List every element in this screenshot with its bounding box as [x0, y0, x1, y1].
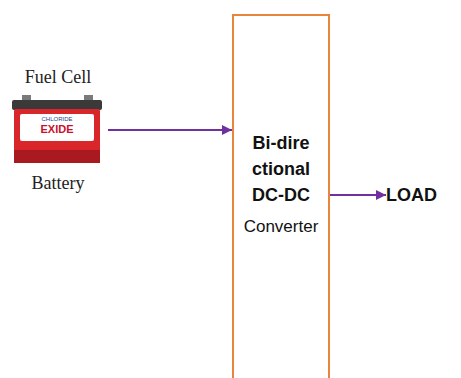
node-text: Converter	[244, 214, 319, 240]
converter-box: Bi-directional DC-DC Converter	[232, 14, 330, 378]
node-text: Battery	[32, 172, 85, 194]
battery-body	[14, 109, 100, 163]
battery-lid	[12, 100, 102, 110]
battery-node: Fuel CellBattery	[8, 66, 108, 194]
arrow-connector	[330, 194, 386, 196]
node-title: Fuel Cell	[25, 66, 92, 88]
brand-label: EXIDE	[20, 123, 94, 136]
battery-base	[14, 150, 100, 163]
battery-label	[20, 114, 94, 141]
load-node: LOAD	[386, 184, 437, 206]
node-title: LOAD	[386, 184, 437, 206]
brand-label: CHLORIDE	[20, 115, 94, 123]
node-title: Bi-directional DC-DC	[249, 130, 313, 208]
arrow-connector	[108, 129, 232, 131]
